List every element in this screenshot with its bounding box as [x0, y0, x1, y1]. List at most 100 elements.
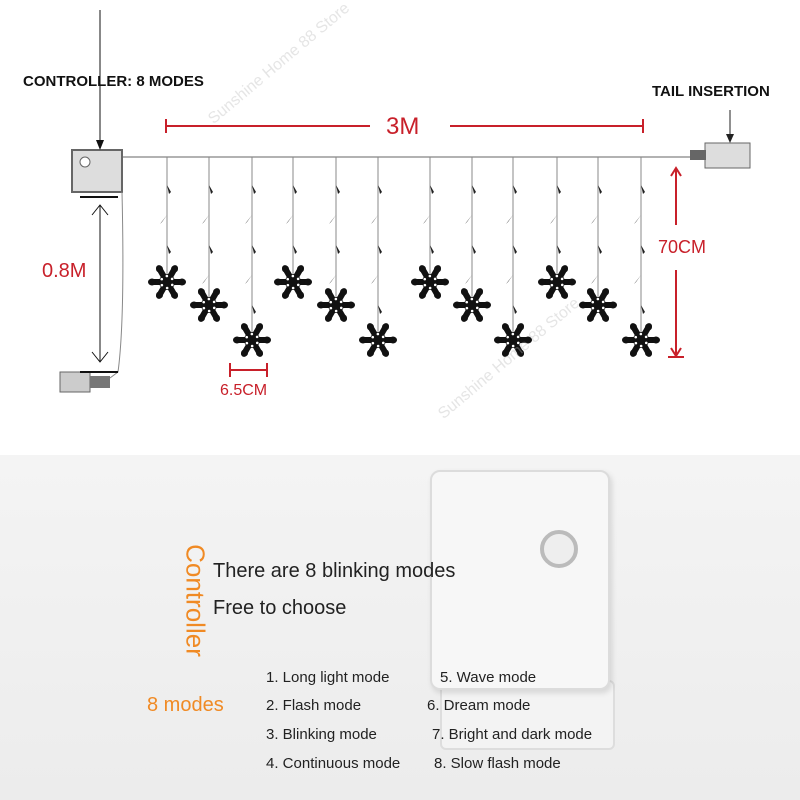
subline: Free to choose: [213, 597, 347, 619]
light-strand: [494, 157, 532, 357]
light-strand: [622, 157, 660, 357]
controller-vertical-title: Controller: [180, 544, 211, 657]
snowflake-icon: [190, 288, 228, 322]
tail-insertion-label: TAIL INSERTION: [652, 83, 770, 100]
bulb-icon: [506, 215, 513, 224]
snowflake-icon: [622, 323, 660, 357]
mode-item: 4. Continuous mode: [266, 755, 401, 772]
bulb-icon: [245, 275, 252, 284]
bulb-icon: [336, 185, 340, 194]
bulb-icon: [513, 245, 517, 254]
bulb-icon: [472, 185, 476, 194]
bulb-icon: [378, 245, 382, 254]
bulb-icon: [252, 305, 256, 314]
mode-item: 8. Slow flash mode: [434, 755, 561, 772]
light-strand: [453, 157, 491, 322]
bulb-icon: [430, 245, 434, 254]
bulb-icon: [167, 245, 171, 254]
width-label: 3M: [386, 113, 420, 140]
modes-label: 8 modes: [147, 694, 224, 716]
bulb-icon: [378, 305, 382, 314]
bulb-icon: [430, 185, 434, 194]
light-strand: [190, 157, 228, 322]
bulb-icon: [371, 275, 378, 284]
headline: There are 8 blinking modes: [213, 560, 456, 582]
bulb-icon: [506, 275, 513, 284]
bulb-icon: [202, 275, 209, 284]
bulb-icon: [202, 215, 209, 224]
bulb-icon: [550, 215, 557, 224]
embossed-text: [468, 578, 578, 592]
snowflake-icon: [579, 288, 617, 322]
snowflake-icon: [233, 323, 271, 357]
light-strand: [579, 157, 617, 322]
bulb-icon: [641, 245, 645, 254]
bulb-icon: [472, 245, 476, 254]
bulb-icon: [598, 245, 602, 254]
snowflake-icon: [453, 288, 491, 322]
bulb-icon: [245, 215, 252, 224]
bulb-icon: [286, 215, 293, 224]
bulb-icon: [160, 215, 167, 224]
curtain-light-diagram: [59, 10, 751, 393]
bulb-icon: [641, 305, 645, 314]
bulb-icon: [465, 215, 472, 224]
bulb-icon: [465, 275, 472, 284]
height-dimension: [668, 166, 684, 358]
width-dimension: [165, 119, 644, 133]
bulb-icon: [252, 185, 256, 194]
bulb-icon: [634, 275, 641, 284]
bulb-icon: [209, 185, 213, 194]
bulb-icon: [513, 305, 517, 314]
light-strand: [274, 157, 312, 299]
mode-item: 2. Flash mode: [266, 697, 362, 714]
bulb-icon: [641, 185, 645, 194]
bulb-icon: [329, 215, 336, 224]
lead-length-label: 0.8M: [42, 260, 87, 282]
bulb-icon: [336, 245, 340, 254]
snowflake-icon: [359, 323, 397, 357]
mode-item: 5. Wave mode: [440, 669, 537, 686]
controller-box-icon: [71, 149, 123, 193]
mode-item: 7. Bright and dark mode: [432, 726, 593, 743]
light-strand: [148, 157, 186, 299]
bulb-icon: [513, 185, 517, 194]
light-strand: [233, 157, 271, 357]
spacing-dimension: [229, 363, 268, 377]
bulb-icon: [167, 185, 171, 194]
controller-label: CONTROLLER: 8 MODES: [23, 73, 204, 90]
snowflake-icon: [148, 265, 186, 299]
mode-button-icon: [540, 530, 578, 568]
bulb-icon: [598, 185, 602, 194]
bulb-icon: [557, 245, 561, 254]
bulb-icon: [557, 185, 561, 194]
bulb-icon: [293, 185, 297, 194]
bulb-icon: [252, 245, 256, 254]
power-plug-icon: [59, 371, 91, 393]
height-label: 70CM: [658, 237, 707, 257]
bulb-icon: [329, 275, 336, 284]
mode-item: 1. Long light mode: [266, 669, 390, 686]
snowflake-icon: [274, 265, 312, 299]
light-strand: [359, 157, 397, 357]
spacing-label: 6.5CM: [220, 382, 268, 399]
light-strand: [538, 157, 576, 299]
light-strand: [411, 157, 449, 299]
bulb-icon: [591, 275, 598, 284]
mode-item: 3. Blinking mode: [266, 726, 377, 743]
tail-plug-icon: [704, 142, 751, 169]
snowflake-icon: [494, 323, 532, 357]
bulb-icon: [634, 215, 641, 224]
bulb-icon: [423, 215, 430, 224]
bulb-icon: [209, 245, 213, 254]
mode-item: 6. Dream mode: [427, 697, 531, 714]
controller-section: [0, 455, 800, 800]
snowflake-icon: [411, 265, 449, 299]
bulb-icon: [293, 245, 297, 254]
snowflake-icon: [538, 265, 576, 299]
controller-box: [430, 470, 610, 690]
bulb-icon: [371, 215, 378, 224]
bulb-icon: [591, 215, 598, 224]
bulb-icon: [378, 185, 382, 194]
snowflake-icon: [317, 288, 355, 322]
